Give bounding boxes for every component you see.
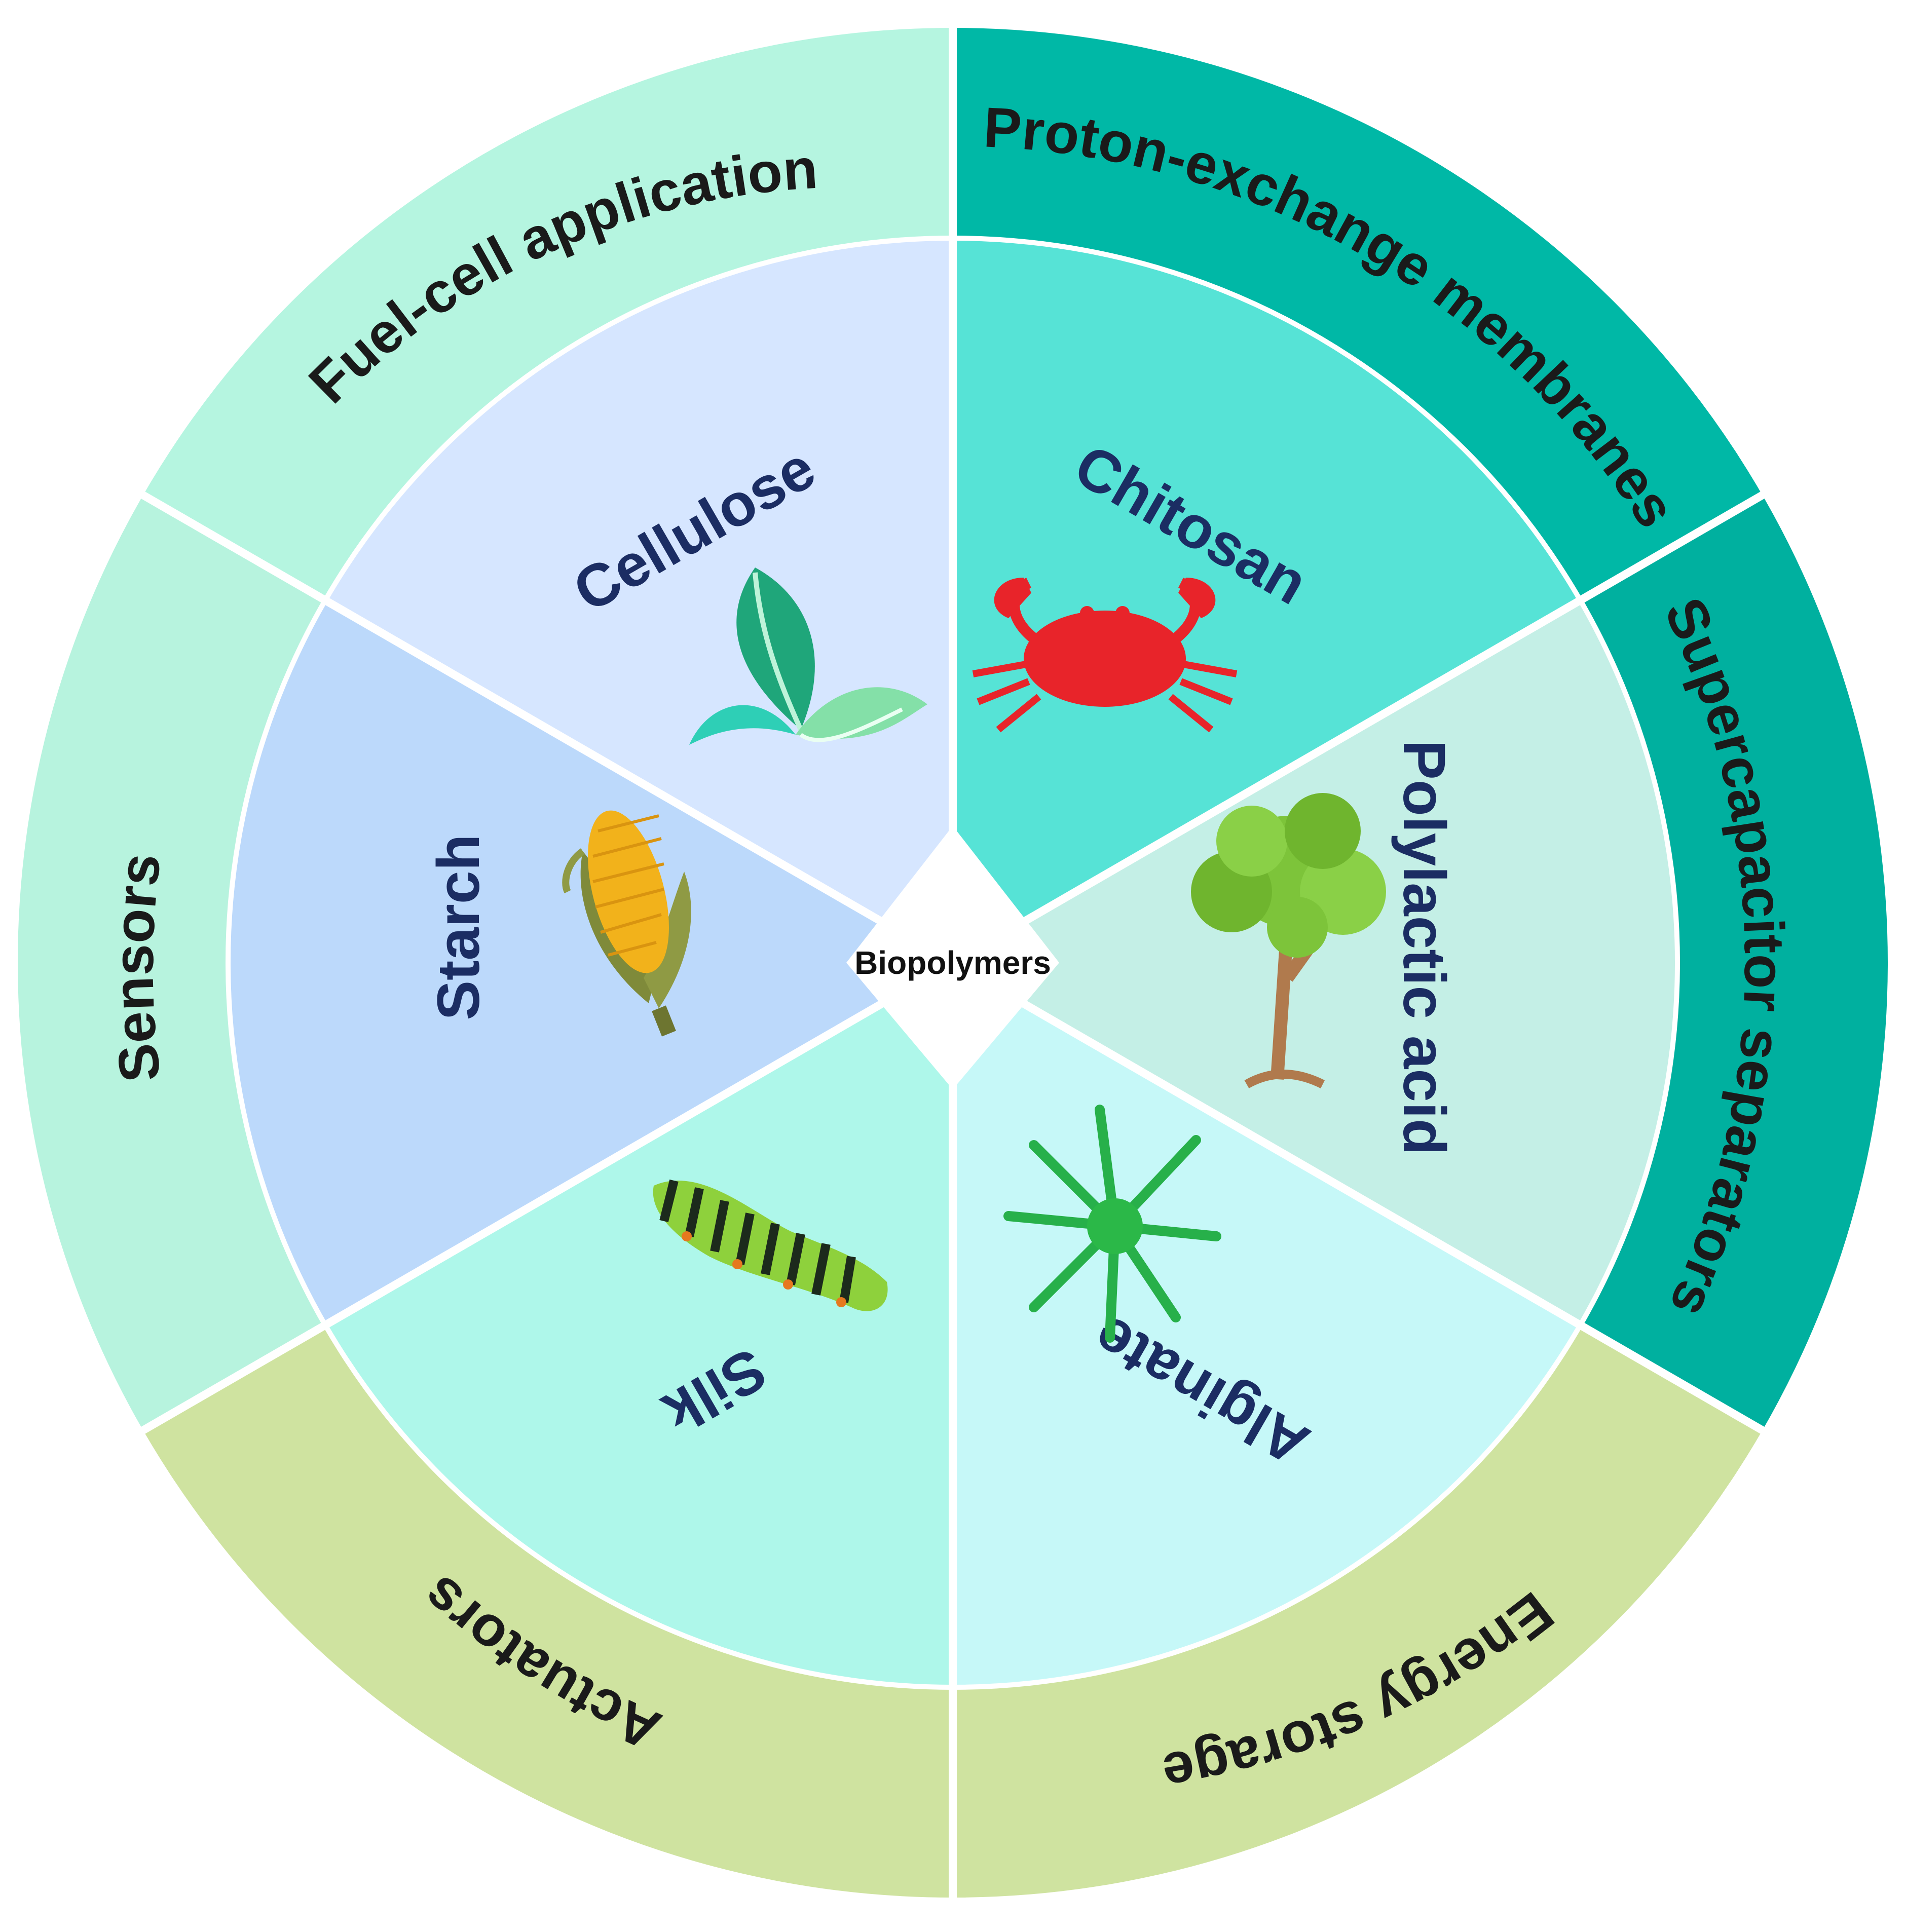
caterpillar-icon <box>653 1179 888 1311</box>
separator-lines <box>134 20 1771 1905</box>
inner-segment-silk <box>325 963 953 1687</box>
inner-segment-polylactic <box>953 600 1677 1325</box>
tree-icon <box>1191 793 1386 1089</box>
inner-segment-cellulose <box>325 238 953 963</box>
inner-segment-chitosan <box>953 238 1580 963</box>
inner-ring-border <box>226 236 1680 1690</box>
inner-segment-starch <box>228 600 953 1325</box>
crab-icon <box>972 578 1238 733</box>
center-diamond <box>846 826 1059 1089</box>
center-label: Biopolymers <box>854 944 1051 981</box>
inner-label-starch: Starch <box>425 834 492 1020</box>
corn-icon <box>562 810 691 1037</box>
inner-segment-alginate <box>953 963 1580 1687</box>
inner-label-polylactic: Polylactic acid <box>1391 740 1458 1155</box>
outer-ring-border <box>13 23 1893 1903</box>
leaves-icon <box>689 567 927 745</box>
seaweed-icon <box>1003 1105 1221 1343</box>
